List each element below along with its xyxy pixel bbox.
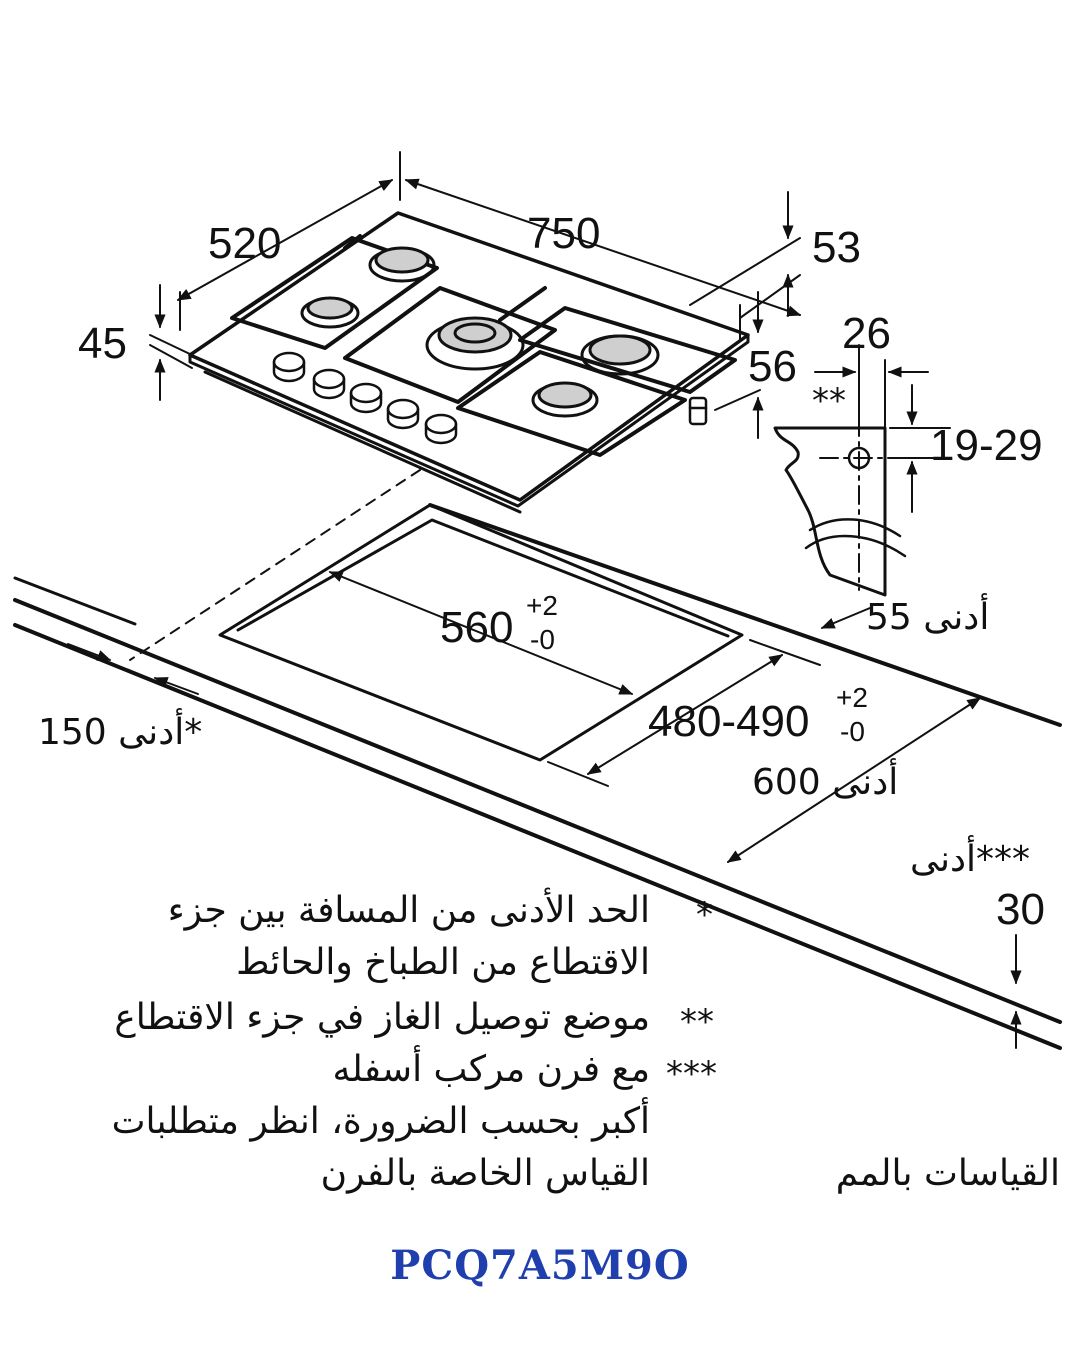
dim-cutout-480-490: 480-490: [648, 697, 810, 746]
note-3-marker: ***: [666, 1054, 717, 1094]
dim-45: 45: [78, 319, 127, 368]
note-3-continued-2: القياس الخاصة بالفرن: [320, 1153, 650, 1194]
note-3-continued-1: أكبر بحسب الضرورة، انظر متطلبات: [111, 1101, 650, 1142]
label-min-55: أدنى 55: [866, 597, 990, 638]
units-note: القياسات بالمم: [835, 1153, 1060, 1194]
dim-480-490-tolerance-plus: +2: [836, 682, 868, 713]
note-2-marker: **: [680, 1002, 714, 1042]
note-1-text: الحد الأدنى من المسافة بين جزء: [167, 890, 650, 931]
cutout-dimension-lines: [67, 571, 1022, 1049]
label-min-30-text: ***أدنى: [910, 839, 1031, 880]
note-2-text: موضع توصيل الغاز في جزء الاقتطاع: [114, 997, 650, 1038]
dim-width-750: 750: [527, 209, 601, 258]
dim-53: 53: [812, 223, 861, 272]
label-min-30-value: 30: [996, 885, 1045, 934]
dim-56: 56: [748, 342, 797, 391]
dim-26: 26: [842, 309, 891, 358]
hob-control-knobs: [272, 351, 458, 445]
note-1-continued: الاقتطاع من الطباخ والحائط: [236, 942, 650, 983]
label-min-150: *أدنى 150: [38, 712, 203, 753]
profile-dimension-lines: [814, 344, 951, 513]
dim-480-490-tolerance-minus: -0: [840, 716, 865, 747]
gas-position-marker: **: [812, 381, 846, 421]
hob-dimension-lines: [149, 151, 802, 439]
label-min-600: أدنى 600: [752, 762, 899, 803]
worktop: [13, 503, 1062, 1050]
note-1-marker: *: [696, 895, 713, 935]
dim-19-29: 19-29: [930, 421, 1043, 470]
gas-connector: [688, 396, 708, 426]
dim-560-tolerance-plus: +2: [526, 590, 558, 621]
hob-to-cutout-guide: [129, 469, 421, 661]
note-3-text: مع فرن مركب أسفله: [332, 1049, 650, 1090]
cutout-side-profile: [773, 417, 911, 597]
model-number: PCQ7A5M9O: [390, 1242, 690, 1289]
dim-cutout-560: 560: [440, 603, 514, 652]
dim-depth-520: 520: [208, 219, 282, 268]
dim-560-tolerance-minus: -0: [530, 624, 555, 655]
